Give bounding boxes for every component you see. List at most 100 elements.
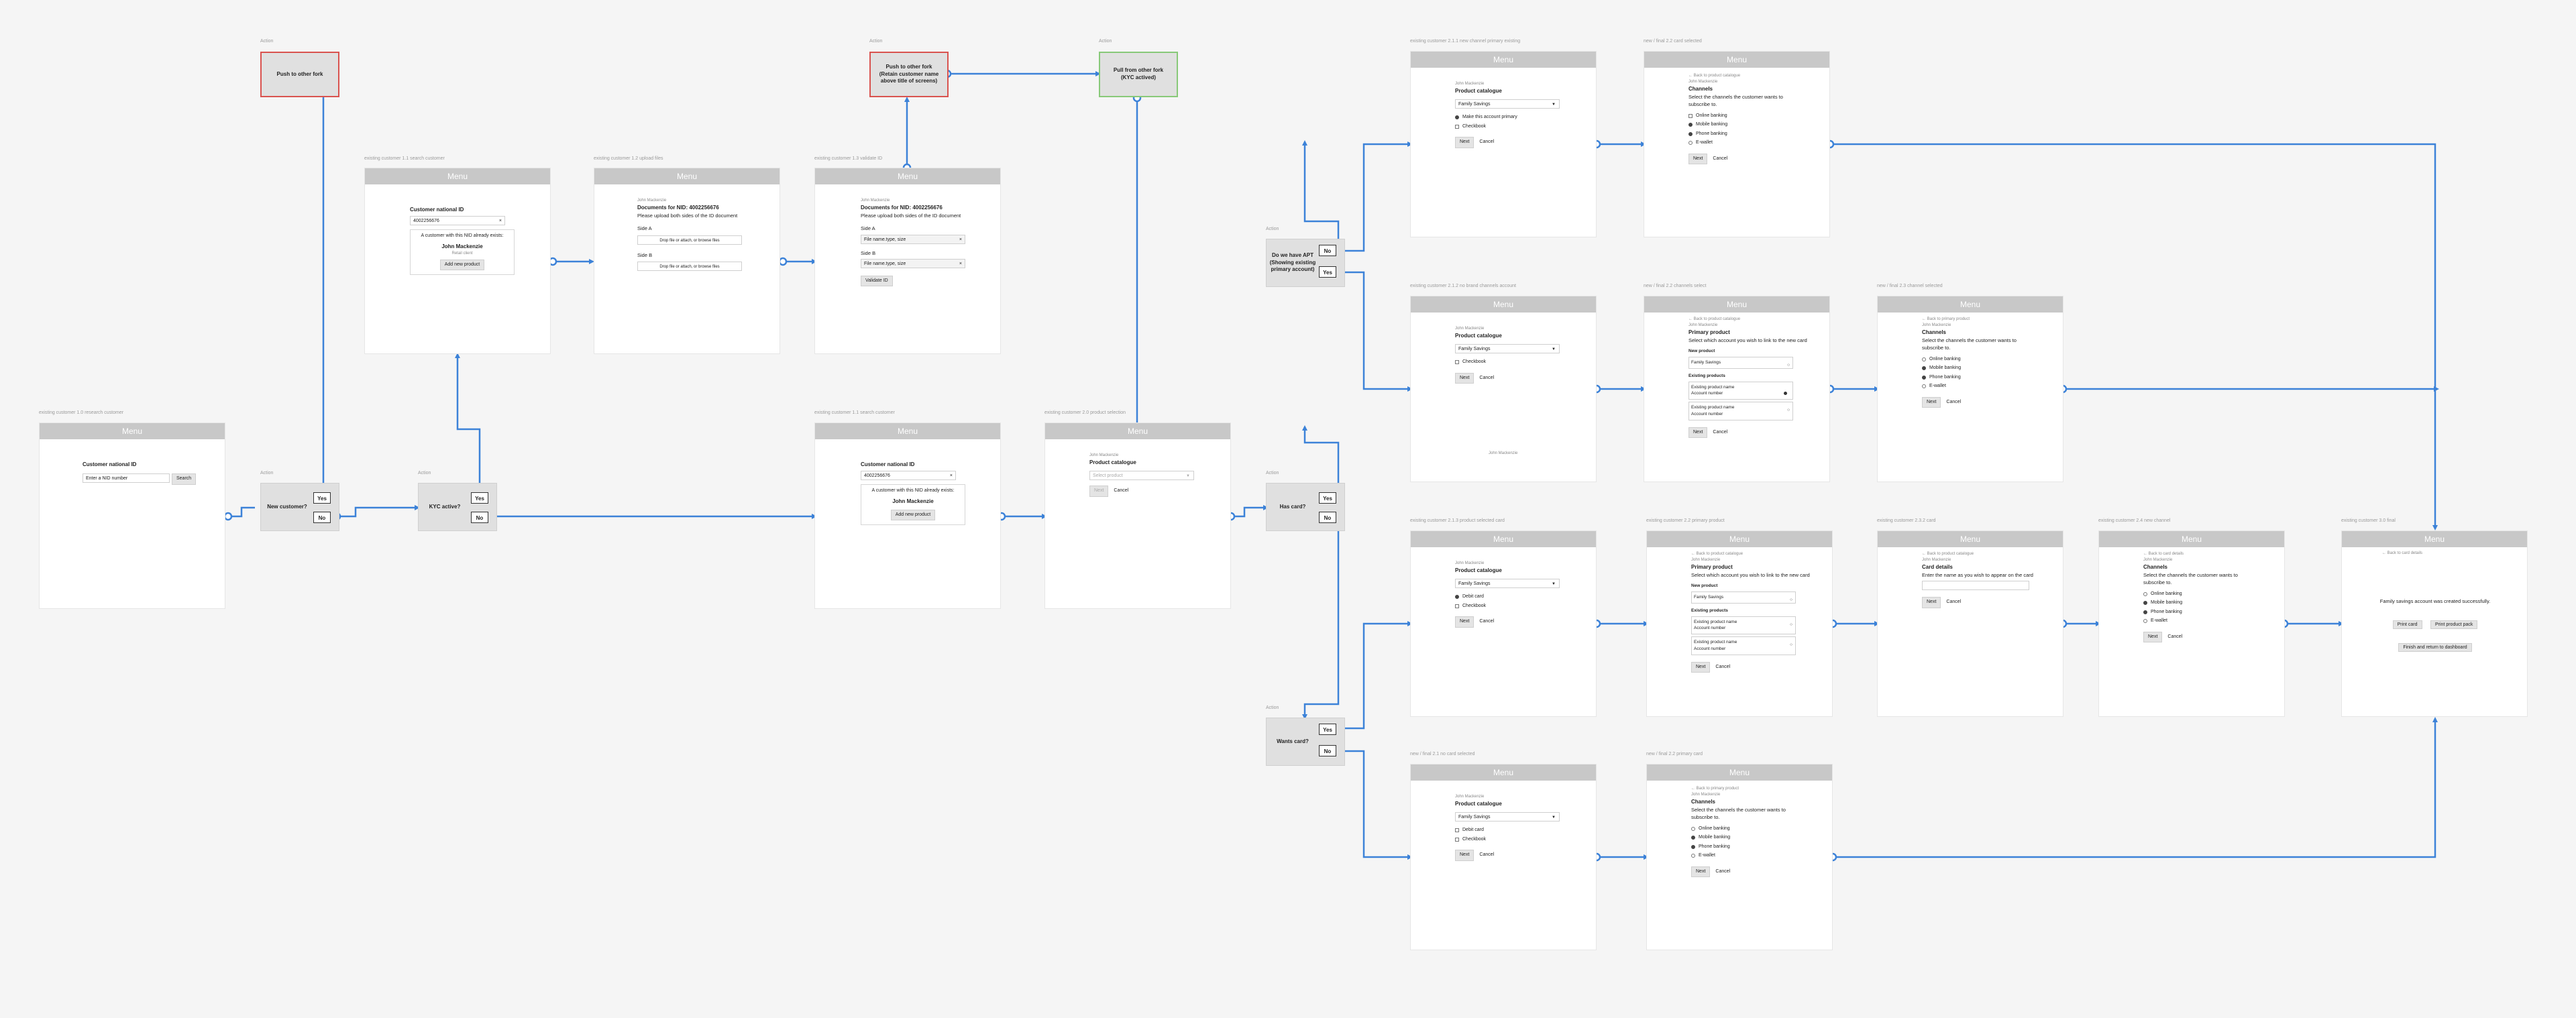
side-b-upload[interactable]: Drop file or attach, or browse files <box>637 261 742 271</box>
checkbox-icon[interactable] <box>1688 113 1693 118</box>
no-button[interactable]: No <box>1319 512 1336 523</box>
radio-selected-icon[interactable] <box>1922 366 1926 371</box>
new-product-option[interactable]: Family Savings○ <box>1691 591 1796 604</box>
validate-id-button[interactable]: Validate ID <box>861 275 893 287</box>
nid-input[interactable]: 4002256676× <box>861 471 956 480</box>
clear-icon[interactable]: × <box>949 473 953 478</box>
next-button[interactable]: Next <box>1455 372 1474 384</box>
menu-bar[interactable]: Menu <box>1045 423 1230 439</box>
next-button[interactable]: Next <box>2143 631 2163 642</box>
menu-bar[interactable]: Menu <box>1411 296 1596 313</box>
radio-selected-icon[interactable] <box>1688 131 1693 136</box>
radio-icon[interactable] <box>2143 619 2147 624</box>
radio-icon[interactable] <box>1922 384 1926 389</box>
menu-bar[interactable]: Menu <box>1411 765 1596 781</box>
product-select[interactable]: Family Savings▼ <box>1455 99 1560 109</box>
radio-selected-icon[interactable] <box>2143 610 2147 614</box>
menu-bar[interactable]: Menu <box>1411 531 1596 547</box>
menu-bar[interactable]: Menu <box>1647 531 1832 547</box>
cancel-link[interactable]: Cancel <box>1946 399 1962 404</box>
back-link[interactable]: ← Back to card details <box>2382 551 2423 555</box>
no-button[interactable]: No <box>313 512 331 523</box>
cancel-link[interactable]: Cancel <box>2167 634 2183 639</box>
finish-button[interactable]: Finish and return to dashboard <box>2398 643 2472 652</box>
menu-bar[interactable]: Menu <box>815 423 1000 439</box>
radio-selected-icon[interactable] <box>1691 844 1695 849</box>
print-card-button[interactable]: Print card <box>2392 620 2422 629</box>
radio-selected-icon[interactable] <box>1691 836 1695 840</box>
menu-bar[interactable]: Menu <box>1878 531 2063 547</box>
radio-selected-icon[interactable] <box>1455 595 1459 600</box>
yes-button[interactable]: Yes <box>471 492 488 504</box>
back-link[interactable]: ← Back to product catalogue <box>1688 317 1741 321</box>
menu-bar[interactable]: Menu <box>1411 52 1596 68</box>
side-b-file[interactable]: File name.type, size× <box>861 258 965 268</box>
new-product-option[interactable]: Family Savings○ <box>1688 357 1793 369</box>
menu-bar[interactable]: Menu <box>1644 52 1829 68</box>
next-button[interactable]: Next <box>1688 427 1708 438</box>
add-new-product-button[interactable]: Add new product <box>890 509 936 520</box>
menu-bar[interactable]: Menu <box>2099 531 2284 547</box>
cancel-link[interactable]: Cancel <box>1713 156 1728 161</box>
yes-button[interactable]: Yes <box>1319 266 1336 278</box>
no-button[interactable]: No <box>471 512 488 523</box>
checkbox-icon[interactable] <box>1455 828 1459 833</box>
cancel-link[interactable]: Cancel <box>1713 429 1728 435</box>
radio-icon[interactable] <box>1688 141 1693 146</box>
radio-selected-icon[interactable] <box>1455 115 1459 120</box>
next-button[interactable]: Next <box>1455 616 1474 628</box>
cancel-link[interactable]: Cancel <box>1479 375 1495 380</box>
print-product-pack-button[interactable]: Print product pack <box>2430 620 2478 629</box>
cancel-link[interactable]: Cancel <box>1479 139 1495 144</box>
yes-button[interactable]: Yes <box>313 492 331 504</box>
radio-icon[interactable] <box>1691 826 1695 831</box>
yes-button[interactable]: Yes <box>1319 724 1336 735</box>
radio-selected-icon[interactable] <box>1922 375 1926 380</box>
nid-search-input[interactable]: Enter a NID number <box>83 473 170 483</box>
menu-bar[interactable]: Menu <box>594 168 780 184</box>
menu-bar[interactable]: Menu <box>1644 296 1829 313</box>
action-push-to-other-fork[interactable]: Push to other fork <box>260 52 339 97</box>
checkbox-icon[interactable] <box>1455 837 1459 842</box>
next-button[interactable]: Next <box>1691 661 1711 673</box>
next-button[interactable]: Next <box>1688 153 1708 164</box>
product-select[interactable]: Family Savings▼ <box>1455 344 1560 353</box>
cancel-link[interactable]: Cancel <box>1946 600 1962 605</box>
no-button[interactable]: No <box>1319 745 1336 756</box>
next-button[interactable]: Next <box>1922 396 1941 408</box>
add-new-product-button[interactable]: Add new product <box>439 259 485 270</box>
search-button[interactable]: Search <box>172 473 197 485</box>
checkbox-icon[interactable] <box>1455 604 1459 608</box>
clear-icon[interactable]: × <box>498 219 502 223</box>
action-pull-from-other-fork[interactable]: Pull from other fork (KYC actived) <box>1099 52 1178 97</box>
back-link[interactable]: ← Back to product catalogue <box>1688 74 1741 78</box>
product-select[interactable]: Family Savings▼ <box>1455 579 1560 588</box>
card-name-input[interactable] <box>1922 581 2029 591</box>
menu-bar[interactable]: Menu <box>2342 531 2527 547</box>
back-link[interactable]: ← Back to primary product <box>1691 787 1739 791</box>
next-button[interactable]: Next <box>1089 486 1109 497</box>
radio-icon[interactable] <box>1922 357 1926 361</box>
remove-file-icon[interactable]: × <box>959 237 962 242</box>
back-link[interactable]: ← Back to primary product <box>1922 317 1970 321</box>
radio-selected-icon[interactable] <box>1688 123 1693 127</box>
side-a-file[interactable]: File name.type, size× <box>861 234 965 244</box>
cancel-link[interactable]: Cancel <box>1479 619 1495 624</box>
menu-bar[interactable]: Menu <box>365 168 550 184</box>
cancel-link[interactable]: Cancel <box>1715 664 1731 669</box>
menu-bar[interactable]: Menu <box>1878 296 2063 313</box>
radio-selected-icon[interactable] <box>2143 601 2147 606</box>
back-link[interactable]: ← Back to product catalogue <box>1691 552 1743 556</box>
remove-file-icon[interactable]: × <box>959 261 962 266</box>
menu-bar[interactable]: Menu <box>1647 765 1832 781</box>
radio-icon[interactable] <box>1691 854 1695 858</box>
radio-icon[interactable] <box>2143 591 2147 596</box>
menu-bar[interactable]: Menu <box>815 168 1000 184</box>
action-push-to-other-fork-retain-name[interactable]: Push to other fork (Retain customer name… <box>869 52 949 97</box>
back-link[interactable]: ← Back to product catalogue <box>1922 552 1974 556</box>
product-select[interactable]: Family Savings▼ <box>1455 812 1560 822</box>
next-button[interactable]: Next <box>1691 866 1711 877</box>
